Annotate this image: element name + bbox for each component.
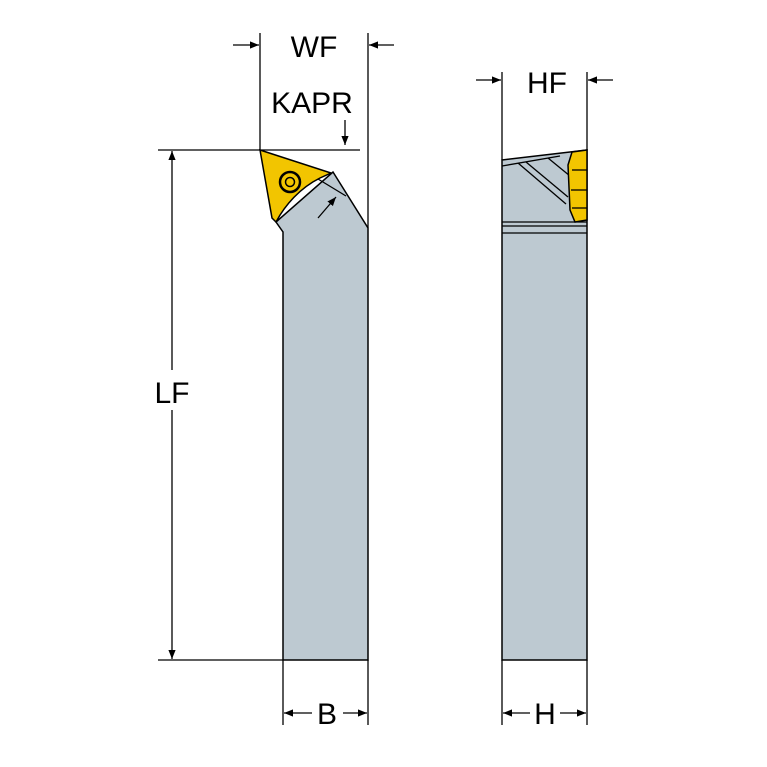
- side-view-holder: [501, 149, 588, 661]
- insert: [259, 148, 334, 224]
- screw-icon: [278, 170, 302, 194]
- dimension-b: B: [317, 698, 337, 731]
- dimension-hf: HF: [527, 67, 567, 100]
- dimension-wf: WF: [291, 31, 338, 64]
- top-view-holder: [259, 148, 369, 661]
- insert-side: [567, 149, 588, 223]
- dimension-kapr: KAPR: [271, 87, 353, 120]
- dimension-lf: LF: [154, 377, 189, 410]
- dimension-h: H: [534, 698, 556, 731]
